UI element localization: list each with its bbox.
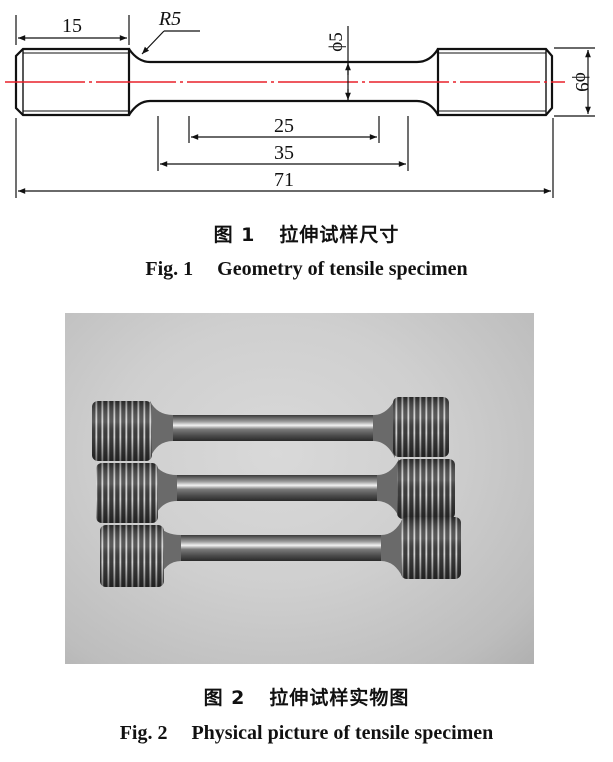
dim-phi5-label: ϕ5 [326,32,347,52]
figure-2-caption-en: Fig. 2 Physical picture of tensile specim… [0,722,613,745]
dim-parallel-length [157,116,409,171]
dim-25-label: 25 [274,115,294,137]
dim-grip-diameter [554,47,595,117]
specimen-outline [14,47,554,117]
dim-71-label: 71 [274,169,294,191]
dim-gauge-length [188,116,380,143]
figure-2-photo [65,313,534,664]
figure-1-caption-en: Fig. 1 Geometry of tensile specimen [0,258,613,281]
dim-35-label: 35 [274,142,294,164]
specimen-3 [100,517,461,587]
figure-1-number-en: Fig. 1 [145,258,194,280]
tensile-specimens-photo [92,397,461,587]
dim-total-length [15,118,554,198]
figure-2-number-en: Fig. 2 [119,722,168,744]
specimen-drawing: 15 R5 ϕ5 ϕ9 25 [5,8,595,198]
dim-r5-label: R5 [158,8,181,30]
figure-1-caption-cn: 图 1 拉伸试样尺寸 [0,220,613,247]
specimen-2 [96,459,455,523]
figure-2-caption-cn: 图 2 拉伸试样实物图 [0,683,613,710]
dim-fillet-radius [141,30,200,55]
specimen-1 [92,397,449,461]
figure-2-number-cn: 图 2 [203,687,246,709]
figure-1-title-cn: 拉伸试样尺寸 [279,224,400,246]
figure-1-number-cn: 图 1 [213,224,256,246]
dim-15-label: 15 [62,15,82,37]
dim-phi9-label: ϕ9 [571,72,592,92]
figure-1-title-en: Geometry of tensile specimen [217,258,468,280]
figure-2-title-en: Physical picture of tensile specimen [191,722,494,744]
figure-1-drawing: 15 R5 ϕ5 ϕ9 25 [0,0,613,210]
figure-2-title-cn: 拉伸试样实物图 [269,687,410,709]
dim-grip-length [15,15,130,45]
